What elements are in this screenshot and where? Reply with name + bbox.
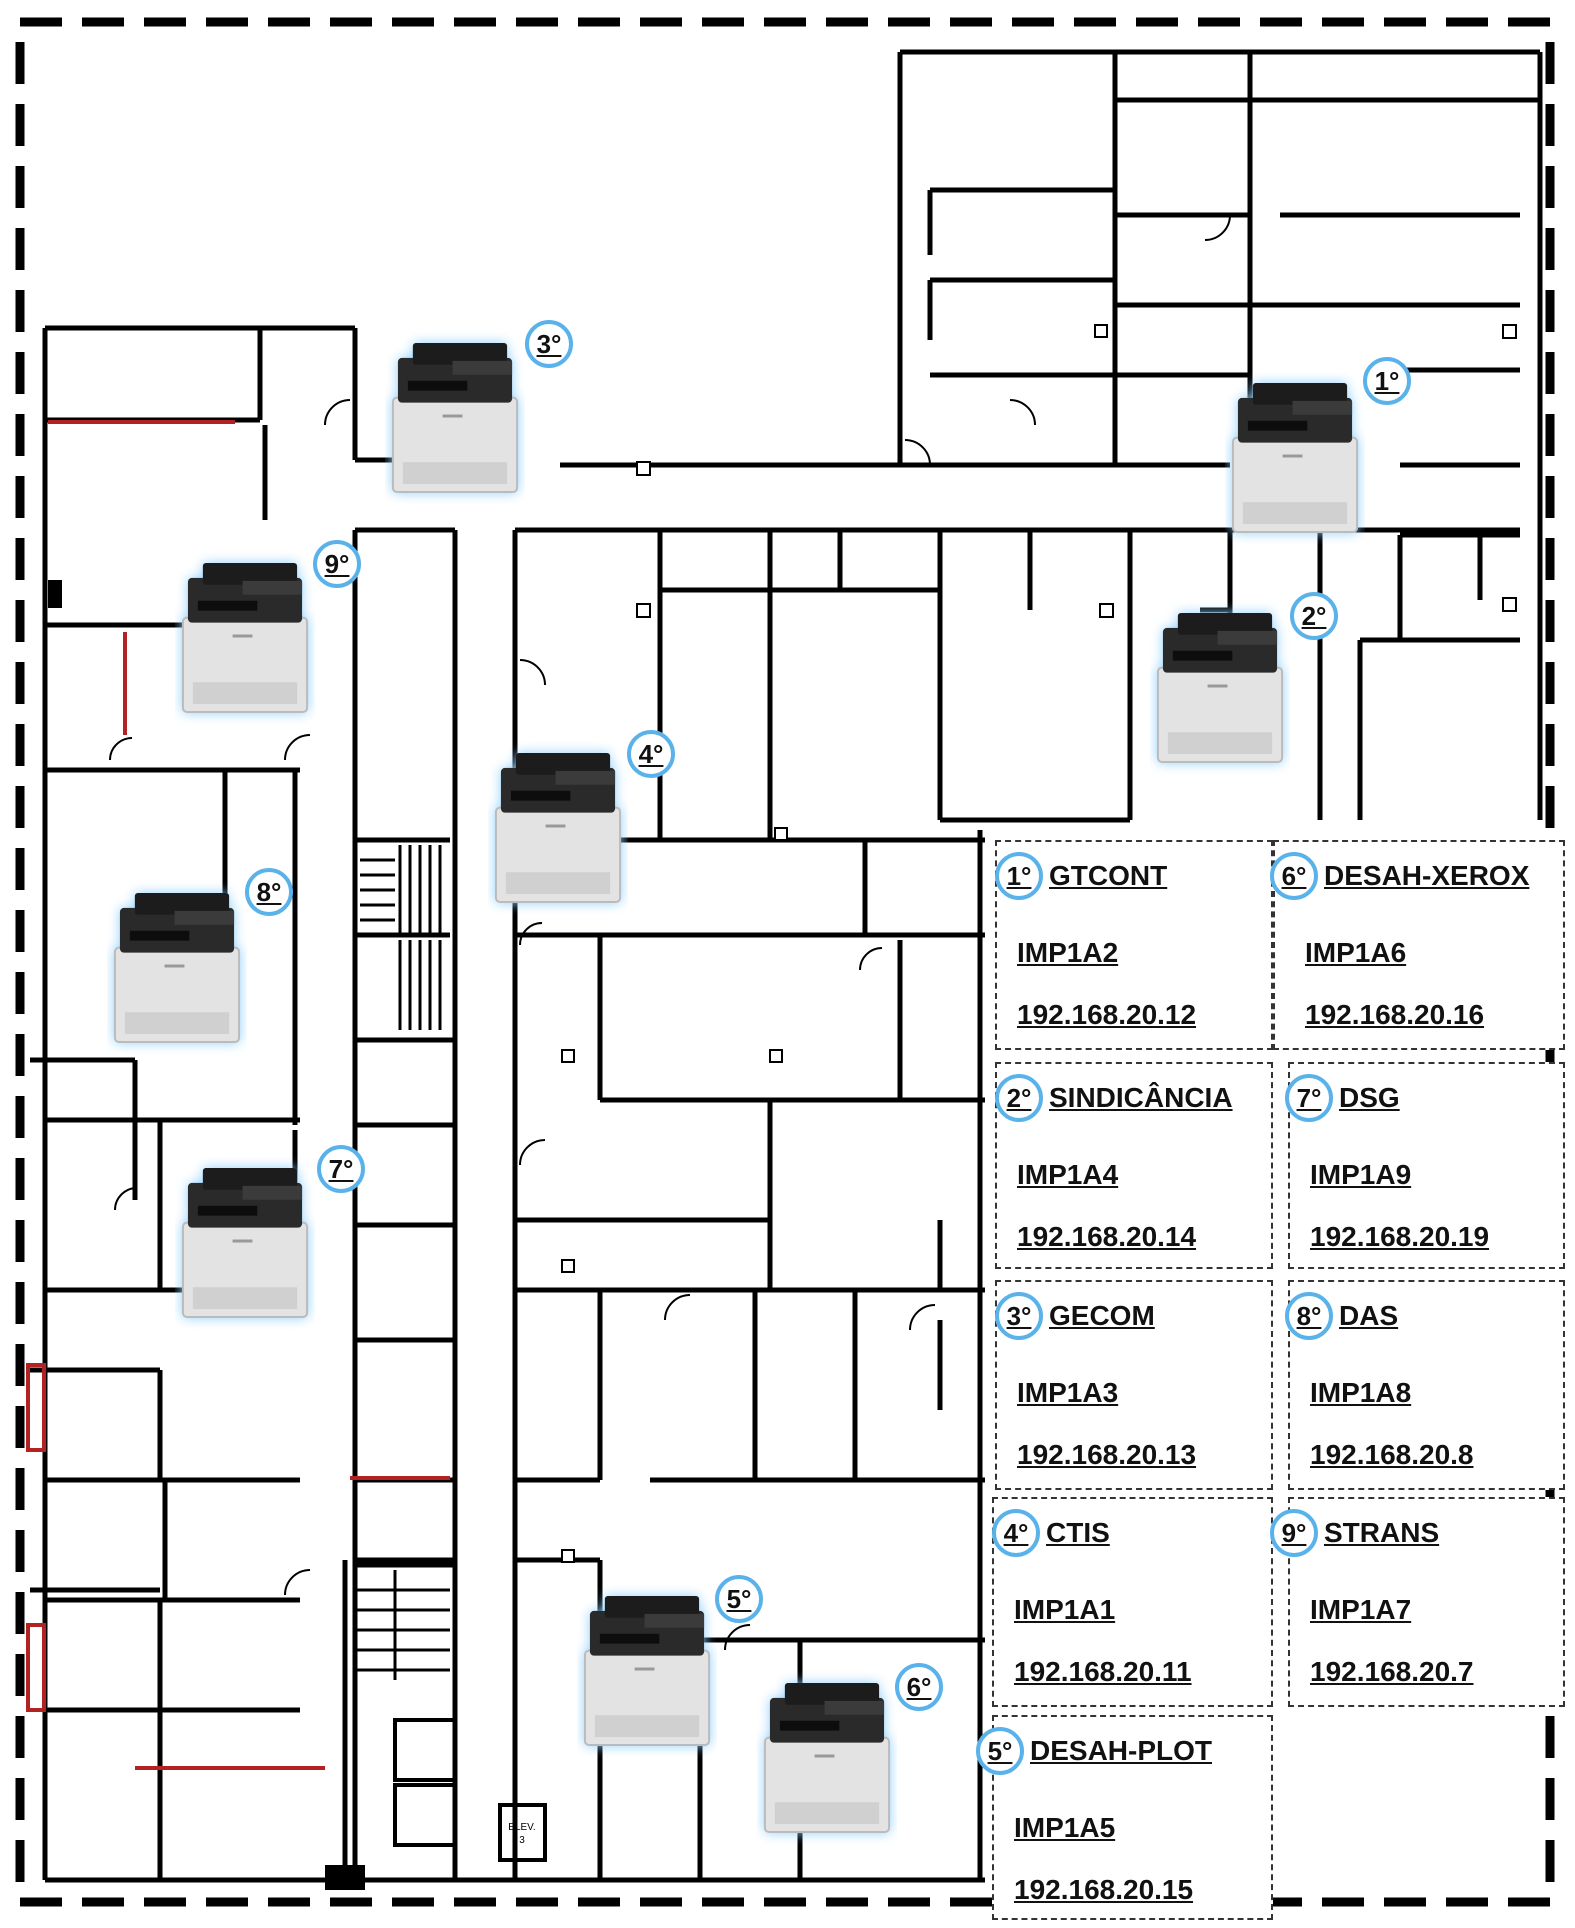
legend-badge: 3° — [995, 1292, 1043, 1340]
printer-badge-3: 3° — [525, 320, 573, 368]
legend-card-2: 2°SINDICÂNCIA IMP1A4 192.168.20.14 — [995, 1062, 1273, 1269]
legend-queue: IMP1A4 — [1017, 1159, 1119, 1190]
legend-queue: IMP1A7 — [1310, 1594, 1412, 1625]
printer-badge-7: 7° — [317, 1145, 365, 1193]
legend-name: STRANS — [1324, 1517, 1440, 1548]
legend-name: DAS — [1339, 1300, 1399, 1331]
stairs — [355, 845, 450, 1680]
legend-badge: 6° — [1270, 852, 1318, 900]
legend-head: 9°STRANS — [1270, 1507, 1439, 1559]
legend-ip: 192.168.20.15 — [1014, 1874, 1194, 1905]
printer-badge-2: 2° — [1290, 592, 1338, 640]
red-partitions — [26, 420, 450, 1770]
legend-ip: 192.168.20.11 — [1014, 1656, 1192, 1687]
legend-head: 2°SINDICÂNCIA — [995, 1072, 1233, 1124]
legend-badge: 9° — [1270, 1509, 1318, 1557]
printer-8[interactable] — [107, 880, 247, 1055]
legend-queue: IMP1A2 — [1017, 937, 1119, 968]
legend-name: GECOM — [1049, 1300, 1155, 1331]
legend-badge: 2° — [995, 1074, 1043, 1122]
legend-queue: IMP1A6 — [1305, 937, 1407, 968]
legend-name: DESAH-XEROX — [1324, 860, 1530, 891]
elevator-block — [393, 1718, 547, 1862]
elevator-label: ELEV. — [508, 1822, 535, 1833]
legend-name: DSG — [1339, 1082, 1400, 1113]
legend-card-5: 5°DESAH-PLOT IMP1A5 192.168.20.15 — [976, 1715, 1273, 1920]
printer-7[interactable] — [175, 1155, 315, 1330]
legend-badge: 1° — [995, 852, 1043, 900]
printer-badge-4: 4° — [627, 730, 675, 778]
legend-head: 7°DSG — [1285, 1072, 1400, 1124]
legend-ip: 192.168.20.16 — [1305, 999, 1485, 1030]
legend-ip: 192.168.20.19 — [1310, 1221, 1490, 1252]
printer-badge-5: 5° — [715, 1575, 763, 1623]
legend-badge: 4° — [992, 1509, 1040, 1557]
door-swings — [109, 214, 1231, 1651]
printer-1[interactable] — [1225, 370, 1365, 545]
legend-card-8: 8°DAS IMP1A8 192.168.20.8 — [1285, 1280, 1565, 1490]
legend-ip: 192.168.20.8 — [1310, 1439, 1474, 1470]
legend-head: 5°DESAH-PLOT — [976, 1725, 1212, 1777]
legend-queue: IMP1A8 — [1310, 1377, 1412, 1408]
legend-card-7: 7°DSG IMP1A9 192.168.20.19 — [1285, 1062, 1565, 1269]
legend-card-6: 6°DESAH-XEROX IMP1A6 192.168.20.16 — [1270, 840, 1565, 1050]
left-column — [48, 580, 62, 608]
legend-badge: 7° — [1285, 1074, 1333, 1122]
legend-ip: 192.168.20.12 — [1017, 999, 1197, 1030]
printer-badge-1: 1° — [1363, 357, 1411, 405]
legend-head: 4°CTIS — [992, 1507, 1110, 1559]
legend-card-9: 9°STRANS IMP1A7 192.168.20.7 — [1270, 1497, 1565, 1707]
printer-badge-9: 9° — [313, 540, 361, 588]
printer-2[interactable] — [1150, 600, 1290, 775]
printer-badge-6: 6° — [895, 1663, 943, 1711]
legend-name: CTIS — [1046, 1517, 1110, 1548]
printer-6[interactable] — [757, 1670, 897, 1845]
legend-queue: IMP1A5 — [1014, 1812, 1116, 1843]
legend-head: 1°GTCONT — [995, 850, 1167, 902]
printer-4[interactable] — [488, 740, 628, 915]
legend-name: SINDICÂNCIA — [1049, 1082, 1233, 1113]
legend-card-4: 4°CTIS IMP1A1 192.168.20.11 — [992, 1497, 1273, 1707]
legend-queue: IMP1A1 — [1014, 1594, 1116, 1625]
legend-head: 8°DAS — [1285, 1290, 1398, 1342]
legend-head: 3°GECOM — [995, 1290, 1155, 1342]
legend-badge: 5° — [976, 1727, 1024, 1775]
legend-ip: 192.168.20.14 — [1017, 1221, 1197, 1252]
columns — [561, 324, 1517, 1563]
legend-queue: IMP1A9 — [1310, 1159, 1412, 1190]
printer-5[interactable] — [577, 1583, 717, 1758]
legend-badge: 8° — [1285, 1292, 1333, 1340]
bottom-wall — [325, 1865, 365, 1890]
printer-9[interactable] — [175, 550, 315, 725]
legend-name: GTCONT — [1049, 860, 1168, 891]
legend-ip: 192.168.20.13 — [1017, 1439, 1197, 1470]
legend-ip: 192.168.20.7 — [1310, 1656, 1474, 1687]
elevator-number: 3 — [519, 1835, 525, 1846]
site-boundary — [15, 17, 1555, 1907]
legend-card-3: 3°GECOM IMP1A3 192.168.20.13 — [995, 1280, 1273, 1490]
printer-3[interactable] — [385, 330, 525, 505]
printer-badge-8: 8° — [245, 868, 293, 916]
legend-card-1: 1°GTCONT IMP1A2 192.168.20.12 — [995, 840, 1273, 1050]
legend-queue: IMP1A3 — [1017, 1377, 1119, 1408]
legend-name: DESAH-PLOT — [1030, 1735, 1212, 1766]
legend-head: 6°DESAH-XEROX — [1270, 850, 1529, 902]
